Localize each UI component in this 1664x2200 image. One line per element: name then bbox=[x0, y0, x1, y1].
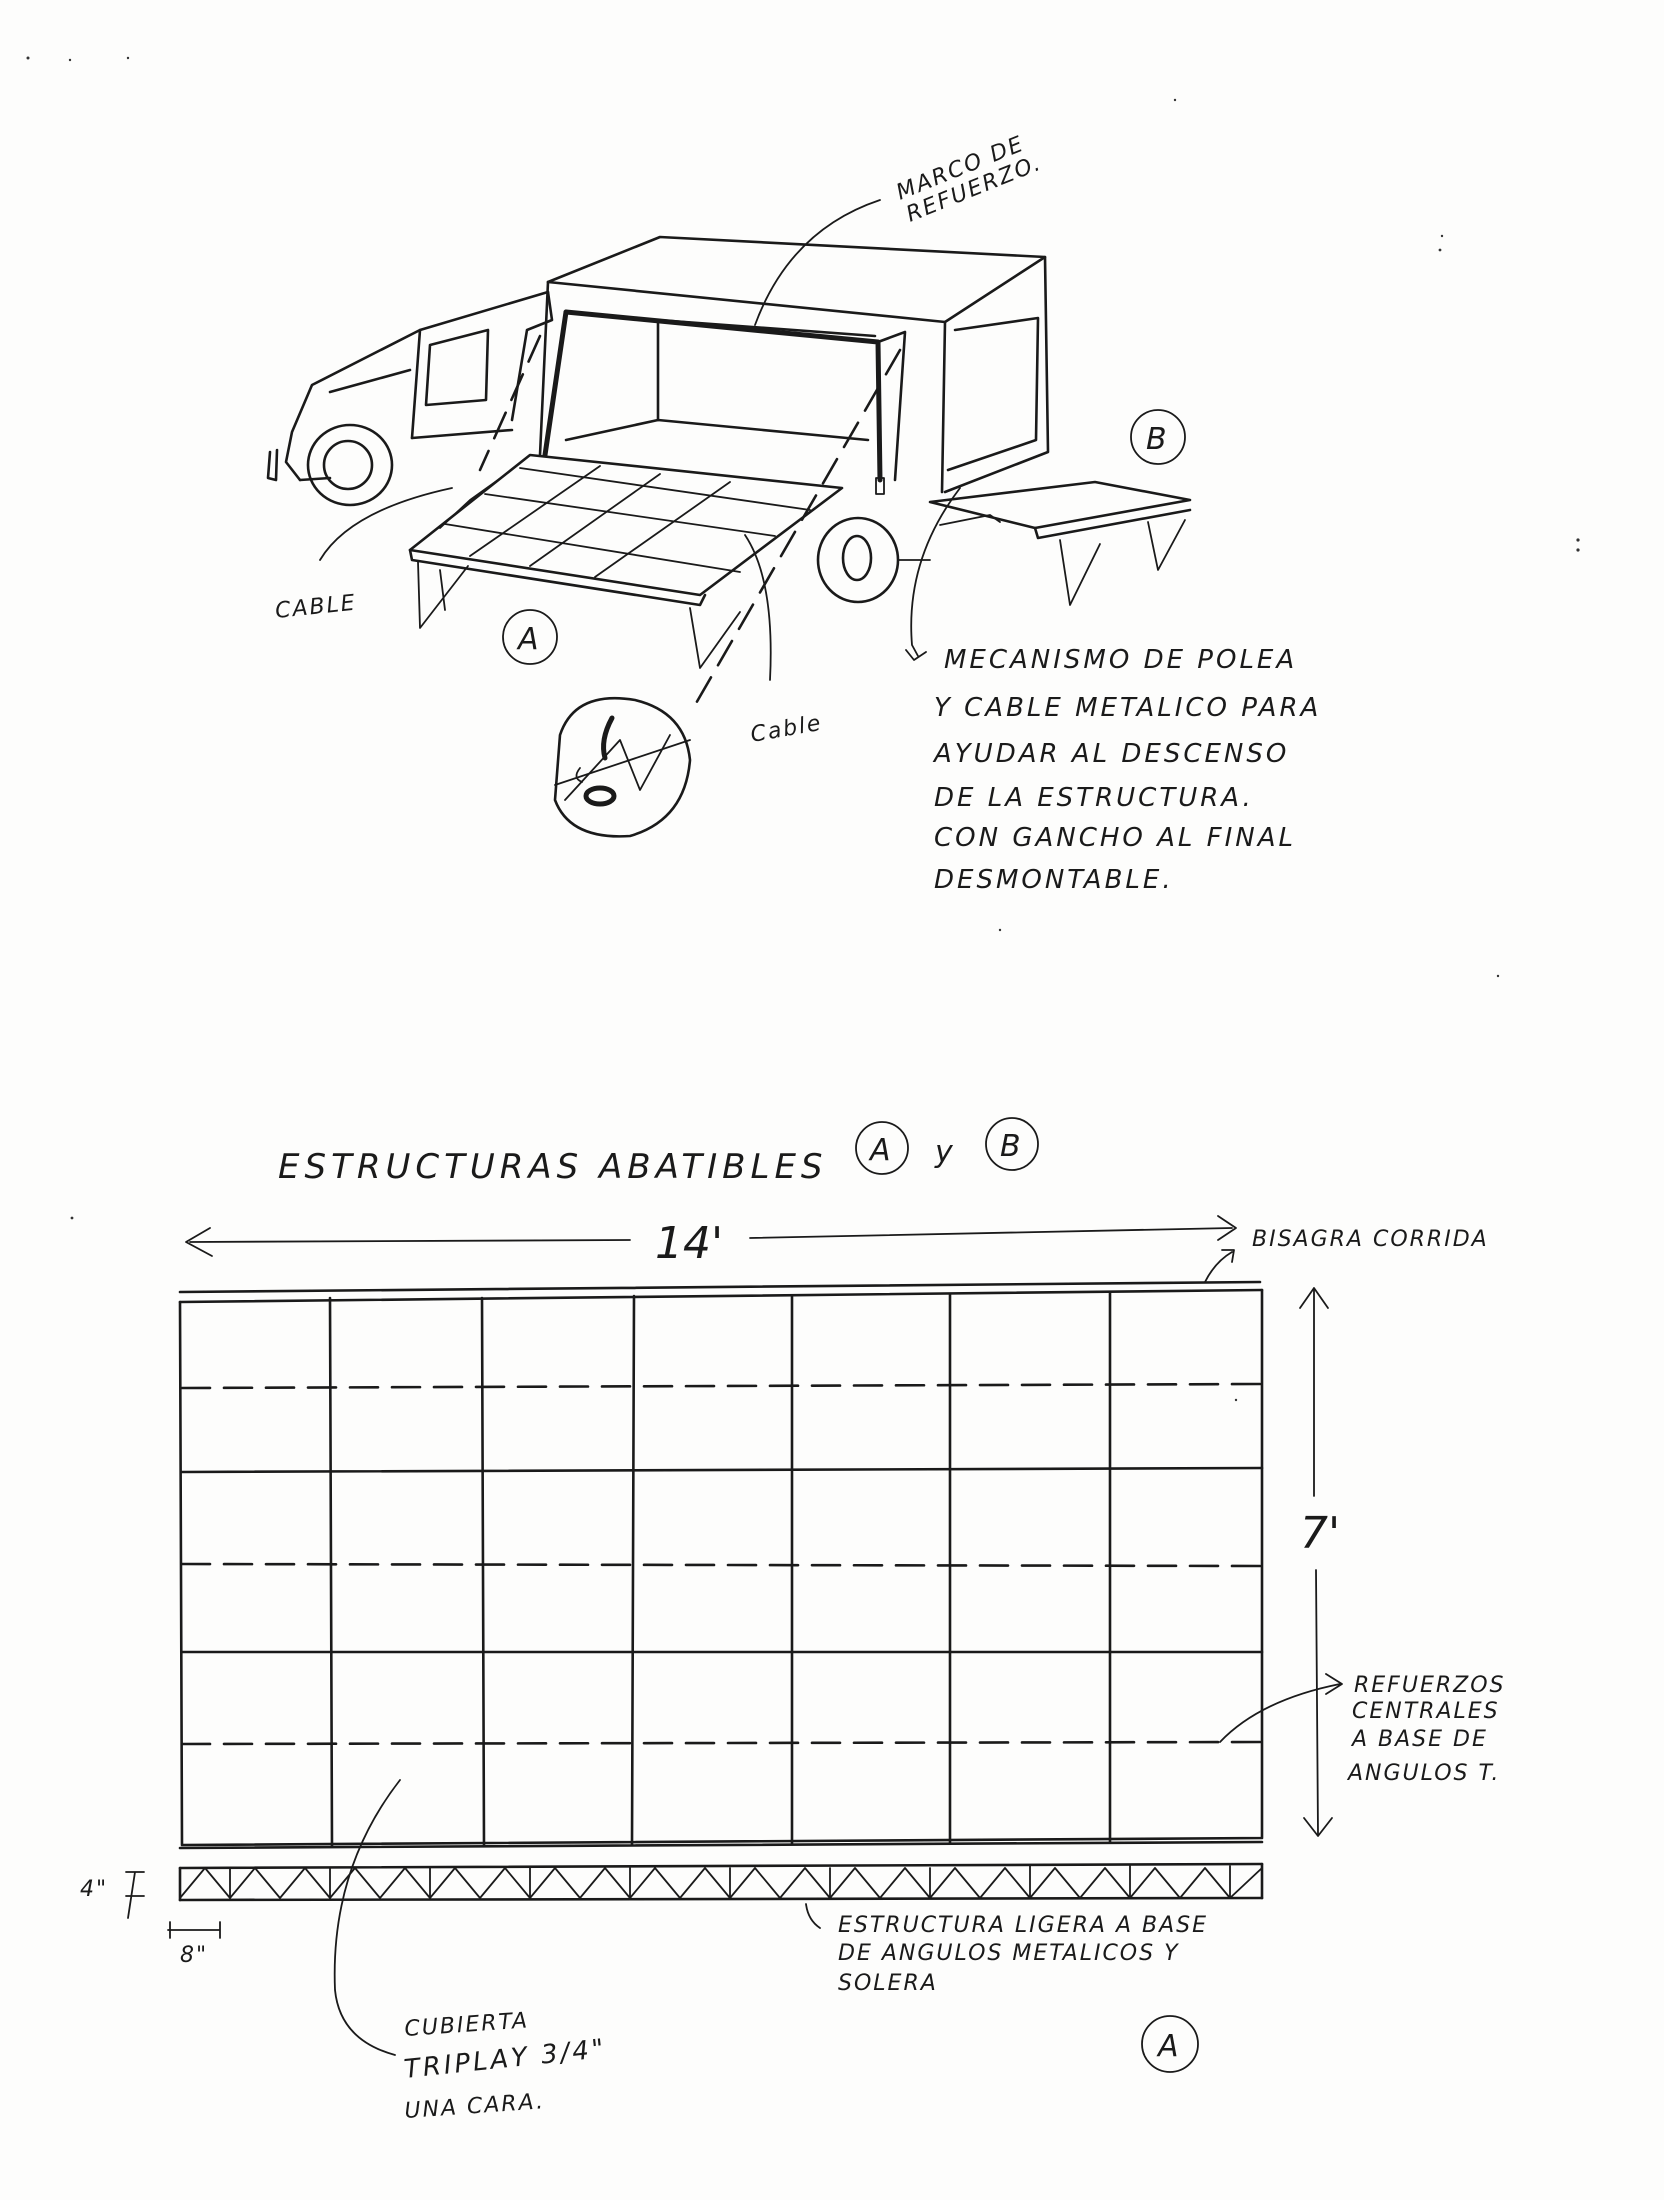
truss-line-1: ESTRUCTURA LIGERA A BASE bbox=[838, 1913, 1208, 1938]
cable-label-center: Cable bbox=[749, 711, 825, 748]
front-wheel bbox=[306, 423, 394, 507]
height-arrow-bottom bbox=[1303, 1817, 1333, 1837]
truss-section bbox=[178, 1862, 1264, 1902]
reinforcement-line-4: ANGULOS T. bbox=[1346, 1761, 1500, 1786]
height-dim-label: 7' bbox=[1300, 1508, 1340, 1559]
cover-line-2: TRIPLAY 3/4" bbox=[403, 2034, 609, 2085]
mechanism-note-line-1: MECANISMO DE POLEA bbox=[944, 645, 1297, 675]
height-arrow-top bbox=[1299, 1287, 1329, 1309]
panel-horizontal-members bbox=[180, 1466, 1264, 1654]
leader-cable-center bbox=[744, 534, 772, 681]
mechanism-note-line-4: DE LA ESTRUCTURA. bbox=[934, 783, 1254, 813]
mechanism-note-line-2: Y CABLE METALICO PARA bbox=[934, 693, 1321, 723]
truss-spacing-dim bbox=[167, 1921, 221, 1939]
mechanism-note-line-5: CON GANCHO AL FINAL bbox=[934, 823, 1296, 853]
plan-title: ESTRUCTURAS ABATIBLES bbox=[278, 1147, 828, 1187]
cable-label-left: CABLE bbox=[274, 591, 358, 624]
reinforcement-line-1: REFUERZOS bbox=[1354, 1673, 1505, 1698]
title-b-circle bbox=[985, 1117, 1039, 1171]
truss-height-label: 4" bbox=[80, 1877, 108, 1902]
label-a-circle bbox=[502, 609, 558, 665]
label-b: B bbox=[1146, 422, 1167, 457]
panel-vertical-members bbox=[328, 1290, 1112, 1848]
label-a: A bbox=[516, 622, 539, 657]
cable-dashed-left bbox=[478, 334, 542, 472]
cover-line-3: UNA CARA. bbox=[404, 2089, 546, 2124]
leader-hinge bbox=[1204, 1249, 1235, 1283]
width-arrow-right bbox=[1217, 1215, 1237, 1241]
height-dimension-line bbox=[1313, 1289, 1319, 1835]
title-a-circle bbox=[855, 1121, 909, 1175]
title-b: B bbox=[1000, 1129, 1021, 1164]
cable-dashed-right bbox=[693, 348, 902, 707]
platform-a-sketch bbox=[408, 453, 844, 669]
platform-b-sketch bbox=[928, 480, 1192, 606]
leader-reinforcement bbox=[1219, 1673, 1343, 1743]
leader-mechanism bbox=[905, 487, 961, 661]
title-a: A bbox=[868, 1133, 891, 1168]
truck-box bbox=[538, 235, 1050, 494]
rear-wheel bbox=[816, 516, 931, 604]
panel-dashed-reinforcements bbox=[180, 1382, 1264, 1746]
hinge-strip bbox=[178, 1280, 1264, 1304]
cover-line-1: CUBIERTA bbox=[404, 2008, 530, 2042]
hinge-label: BISAGRA CORRIDA bbox=[1252, 1227, 1489, 1252]
hook-detail-circle bbox=[553, 696, 692, 838]
paper-speckles bbox=[26, 56, 1580, 1402]
leader-truss bbox=[805, 1903, 821, 1929]
leader-marco bbox=[754, 199, 881, 326]
section-label: A bbox=[1156, 2029, 1179, 2064]
truck-cab bbox=[266, 290, 554, 482]
leader-cover bbox=[333, 1779, 401, 2056]
mechanism-note-line-3: AYUDAR AL DESCENSO bbox=[932, 739, 1289, 769]
reinforcement-line-2: CENTRALES bbox=[1352, 1699, 1500, 1724]
plan-view: ESTRUCTURAS ABATIBLES A y B 14' BISAGRA … bbox=[80, 1117, 1505, 2124]
truss-height-dim bbox=[125, 1871, 145, 1919]
panel-outline bbox=[178, 1288, 1264, 1847]
truss-spacing-label: 8" bbox=[180, 1943, 208, 1968]
reinforcement-frame bbox=[542, 309, 907, 495]
mechanism-note-line-6: DESMONTABLE. bbox=[934, 865, 1174, 895]
width-dim-label: 14' bbox=[655, 1218, 723, 1269]
label-b-circle bbox=[1130, 409, 1186, 465]
section-label-circle bbox=[1141, 2015, 1199, 2073]
width-dimension-line bbox=[189, 1227, 1233, 1243]
reinforcement-line-3: A BASE DE bbox=[1350, 1727, 1488, 1752]
truss-line-2: DE ANGULOS METALICOS Y bbox=[838, 1941, 1180, 1966]
truck-perspective-sketch: B A MARCO DE REFUERZO. CABLE Cable MECAN… bbox=[266, 131, 1321, 895]
width-arrow-left bbox=[185, 1227, 213, 1257]
leader-cable-left bbox=[319, 487, 453, 561]
truss-line-3: SOLERA bbox=[838, 1971, 938, 1996]
title-y: y bbox=[934, 1135, 954, 1170]
